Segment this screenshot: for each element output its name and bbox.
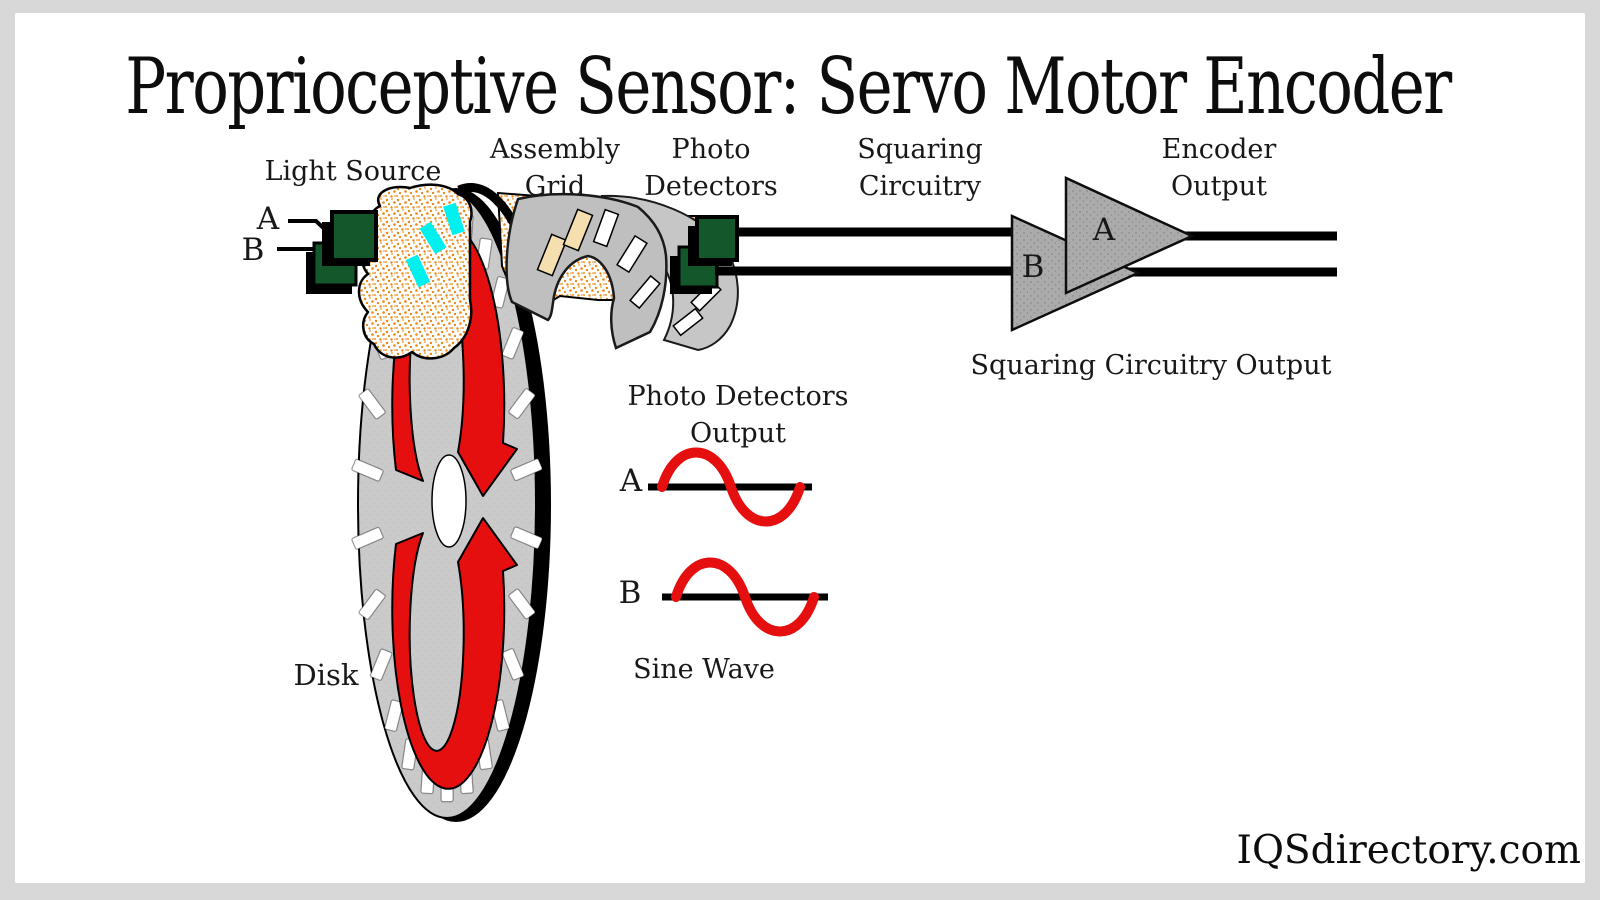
disk-slot bbox=[351, 458, 384, 482]
wave-channel-a-label: A bbox=[619, 463, 643, 499]
label-photo-detectors: Photo Detectors bbox=[644, 134, 778, 202]
disk-slot bbox=[351, 526, 384, 550]
watermark: IQSdirectory.com bbox=[1236, 828, 1581, 873]
disk-slot bbox=[369, 648, 393, 681]
input-channel-b-label: B bbox=[241, 232, 265, 268]
beam-slot-cyan bbox=[419, 221, 447, 255]
label-squaring-circuitry-output: Squaring Circuitry Output bbox=[970, 350, 1332, 381]
photo-detector-a bbox=[695, 215, 739, 262]
grid-slot bbox=[672, 307, 704, 337]
sine-wave-a bbox=[657, 447, 805, 527]
diagram-sheet bbox=[15, 13, 1585, 883]
light-source-a bbox=[330, 210, 378, 262]
rotation-arrow-bottom bbox=[391, 517, 518, 790]
disk-slot bbox=[508, 588, 536, 620]
label-light-source: Light Source bbox=[264, 156, 442, 187]
beam-slot-cyan bbox=[443, 202, 465, 236]
label-sine-wave: Sine Wave bbox=[633, 654, 775, 685]
assembly-grid-front bbox=[505, 192, 668, 350]
disk-slot bbox=[510, 526, 543, 550]
disk-center-hole bbox=[431, 454, 467, 548]
page-title-text: Proprioceptive Sensor: Servo Motor Encod… bbox=[125, 42, 1452, 132]
grid-slot-tan bbox=[562, 208, 594, 252]
disk-slot bbox=[510, 458, 543, 482]
page-title: Proprioceptive Sensor: Servo Motor Encod… bbox=[0, 44, 1600, 130]
disk-slot bbox=[384, 699, 404, 732]
input-channel-a-label: A bbox=[256, 201, 280, 237]
grid-slot bbox=[592, 208, 620, 248]
lead-line-a bbox=[288, 219, 334, 238]
label-photo-detectors-output: Photo Detectors Output bbox=[627, 381, 849, 449]
amplifier-a bbox=[1064, 176, 1196, 295]
wave-channel-b-label: B bbox=[618, 575, 642, 611]
disk-slot bbox=[501, 327, 525, 360]
disk-slot bbox=[358, 388, 386, 420]
grid-slot bbox=[616, 234, 648, 274]
label-assembly-grid: Assembly Grid bbox=[490, 134, 620, 202]
amplifier-b-label: B bbox=[1021, 249, 1045, 285]
grid-slot-tan bbox=[536, 233, 568, 277]
sine-wave-b bbox=[671, 557, 819, 637]
label-encoder-output: Encoder Output bbox=[1161, 134, 1277, 202]
grid-slot bbox=[629, 274, 661, 310]
amplifier-a-label: A bbox=[1092, 212, 1116, 248]
disk-slot bbox=[490, 276, 510, 309]
label-disk: Disk bbox=[293, 658, 359, 692]
disk-slot bbox=[501, 648, 525, 681]
disk-slot bbox=[508, 388, 536, 420]
beam-slot-cyan bbox=[405, 254, 431, 288]
label-squaring-circuitry: Squaring Circuitry bbox=[857, 134, 983, 202]
disk-slot bbox=[358, 588, 386, 620]
